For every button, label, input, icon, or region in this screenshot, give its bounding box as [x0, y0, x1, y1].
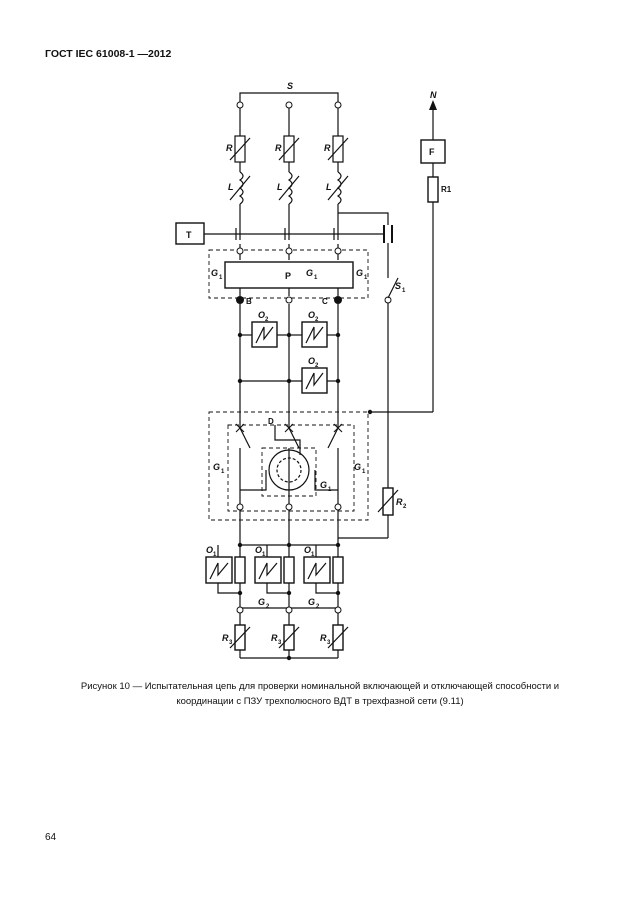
label-L-2: L	[277, 182, 283, 192]
resistors-R	[229, 135, 349, 163]
label-G2-b: G	[308, 597, 315, 607]
label-G1-c-sub: 1	[364, 275, 368, 281]
label-S1: S	[395, 281, 401, 291]
label-R-3: R	[324, 143, 331, 153]
toroid-transformer	[268, 449, 310, 491]
label-R3-c: R	[320, 633, 327, 643]
label-O2-a: O	[258, 310, 265, 320]
label-O1-a-sub: 1	[213, 552, 217, 558]
label-C: C	[322, 297, 328, 306]
label-L-1: L	[228, 182, 234, 192]
terminals	[236, 101, 392, 614]
label-G1-f: G	[320, 480, 327, 490]
junction-dots	[236, 296, 373, 661]
label-S1-sub: 1	[402, 288, 406, 294]
label-O2-b: O	[308, 310, 315, 320]
caption-line-2: координации с ПЗУ трехполюсного ВДТ в тр…	[176, 696, 464, 707]
label-G1-d: G	[213, 462, 220, 472]
switch-crosses	[235, 423, 343, 433]
label-L-3: L	[326, 182, 332, 192]
label-O1-a: O	[206, 545, 213, 555]
page-number: 64	[45, 832, 57, 843]
sawtooth-symbols	[209, 326, 327, 580]
inductors-L	[229, 171, 349, 205]
adjust-arrows	[229, 489, 399, 649]
label-G1-a: G	[211, 268, 218, 278]
label-F: F	[429, 147, 435, 157]
label-R3-a: R	[222, 633, 229, 643]
label-O1-c-sub: 1	[311, 552, 315, 558]
label-G1-a-sub: 1	[219, 275, 223, 281]
label-D: D	[268, 417, 274, 426]
label-R3-b: R	[271, 633, 278, 643]
label-T: T	[186, 230, 192, 240]
label-O1-b: O	[255, 545, 262, 555]
label-R3-c-sub: 3	[327, 640, 331, 646]
document-header: ГОСТ IEC 61008-1 —2012	[45, 48, 172, 60]
label-R2: R	[396, 497, 403, 507]
figure-caption: Рисунок 10 — Испытательная цепь для пров…	[60, 679, 580, 709]
label-G1-f-sub: 1	[328, 487, 332, 493]
label-G2-b-sub: 2	[316, 604, 320, 610]
label-G1-e-sub: 1	[362, 469, 366, 475]
label-G1-b: G	[306, 268, 313, 278]
label-G1-d-sub: 1	[221, 469, 225, 475]
label-R-2: R	[275, 143, 282, 153]
label-G2-a-sub: 2	[266, 604, 270, 610]
label-P: P	[285, 271, 291, 281]
label-R1: R1	[441, 185, 452, 194]
label-G2-a: G	[258, 597, 265, 607]
label-B: B	[246, 297, 252, 306]
label-O1-c: O	[304, 545, 311, 555]
label-O2-c: O	[308, 356, 315, 366]
label-O2-c-sub: 2	[315, 363, 319, 369]
label-R2-sub: 2	[403, 504, 407, 510]
label-O1-b-sub: 1	[262, 552, 266, 558]
label-O2-a-sub: 2	[265, 317, 269, 323]
label-N: N	[430, 90, 437, 100]
label-O2-b-sub: 2	[315, 317, 319, 323]
caption-line-1: Рисунок 10 — Испытательная цепь для пров…	[80, 681, 560, 692]
label-G1-c: G	[356, 268, 363, 278]
label-R3-a-sub: 3	[229, 640, 233, 646]
label-S: S	[287, 81, 293, 91]
label-R-1: R	[226, 143, 233, 153]
label-G1-b-sub: 1	[314, 275, 318, 281]
label-R3-b-sub: 3	[278, 640, 282, 646]
label-G1-e: G	[354, 462, 361, 472]
